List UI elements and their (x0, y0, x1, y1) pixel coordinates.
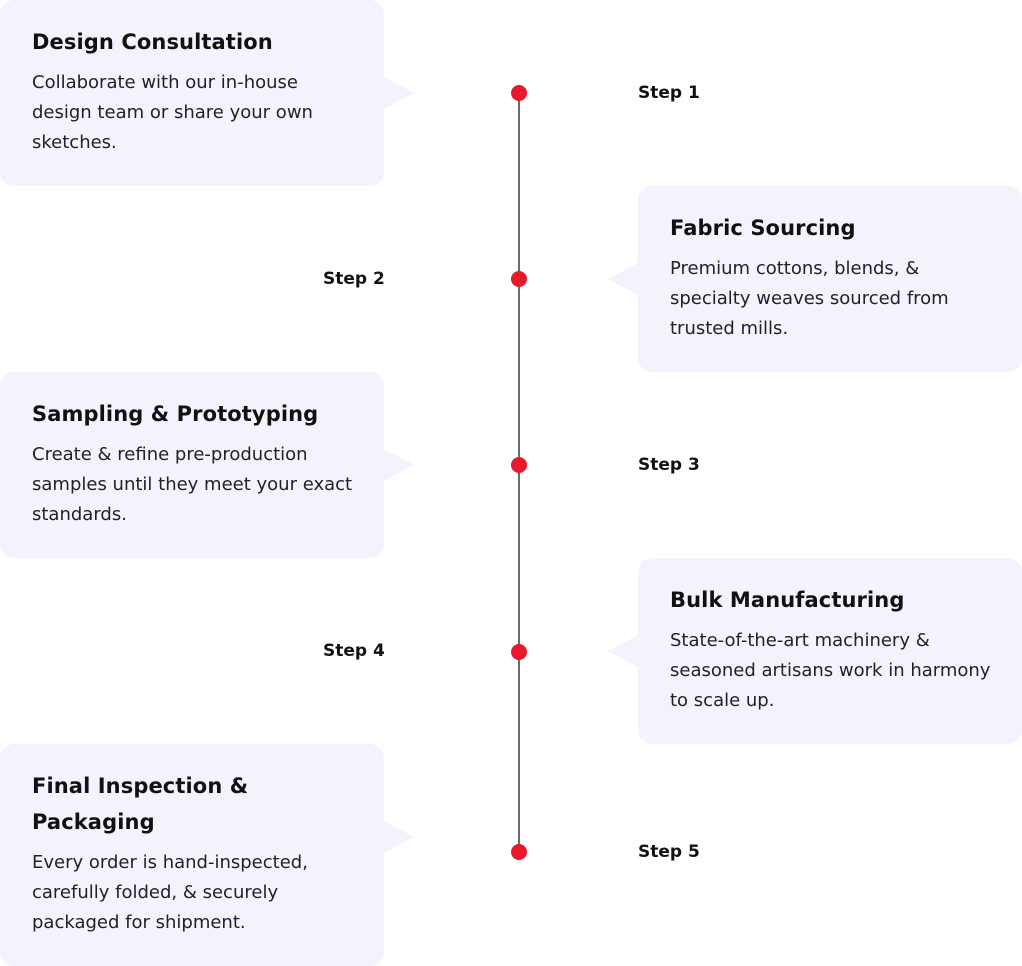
step-2-title: Fabric Sourcing (670, 216, 856, 240)
step-3-label: Step 3 (638, 455, 700, 475)
step-3-marker (511, 457, 527, 473)
step-2-marker (511, 271, 527, 287)
step-5-marker (511, 844, 527, 860)
step-3-title: Sampling & Prototyping (32, 402, 319, 426)
step-3-description: Create & refine pre-production samples u… (32, 444, 353, 525)
step-5-card: Final Inspection & Packaging Every order… (0, 744, 414, 966)
step-4-card: Bulk Manufacturing State-of-the-art mach… (608, 558, 1022, 744)
step-1-card: Design Consultation Collaborate with our… (0, 0, 414, 186)
step-1-title: Design Consultation (32, 30, 273, 54)
step-4-marker (511, 644, 527, 660)
step-3-card: Sampling & Prototyping Create & refine p… (0, 372, 414, 558)
step-2-description: Premium cottons, blends, & specialty wea… (670, 258, 949, 339)
step-5-description: Every order is hand-inspected, carefully… (32, 852, 308, 933)
step-5-title: Final Inspection & Packaging (32, 774, 249, 834)
step-1-label: Step 1 (638, 83, 700, 103)
step-4-label: Step 4 (323, 641, 385, 661)
step-5-label: Step 5 (638, 842, 700, 862)
step-4-title: Bulk Manufacturing (670, 588, 905, 612)
step-1-marker (511, 85, 527, 101)
step-4-description: State-of-the-art machinery & seasoned ar… (670, 630, 991, 711)
step-1-description: Collaborate with our in-house design tea… (32, 72, 313, 153)
step-2-card: Fabric Sourcing Premium cottons, blends,… (608, 186, 1022, 372)
step-2-label: Step 2 (323, 269, 385, 289)
